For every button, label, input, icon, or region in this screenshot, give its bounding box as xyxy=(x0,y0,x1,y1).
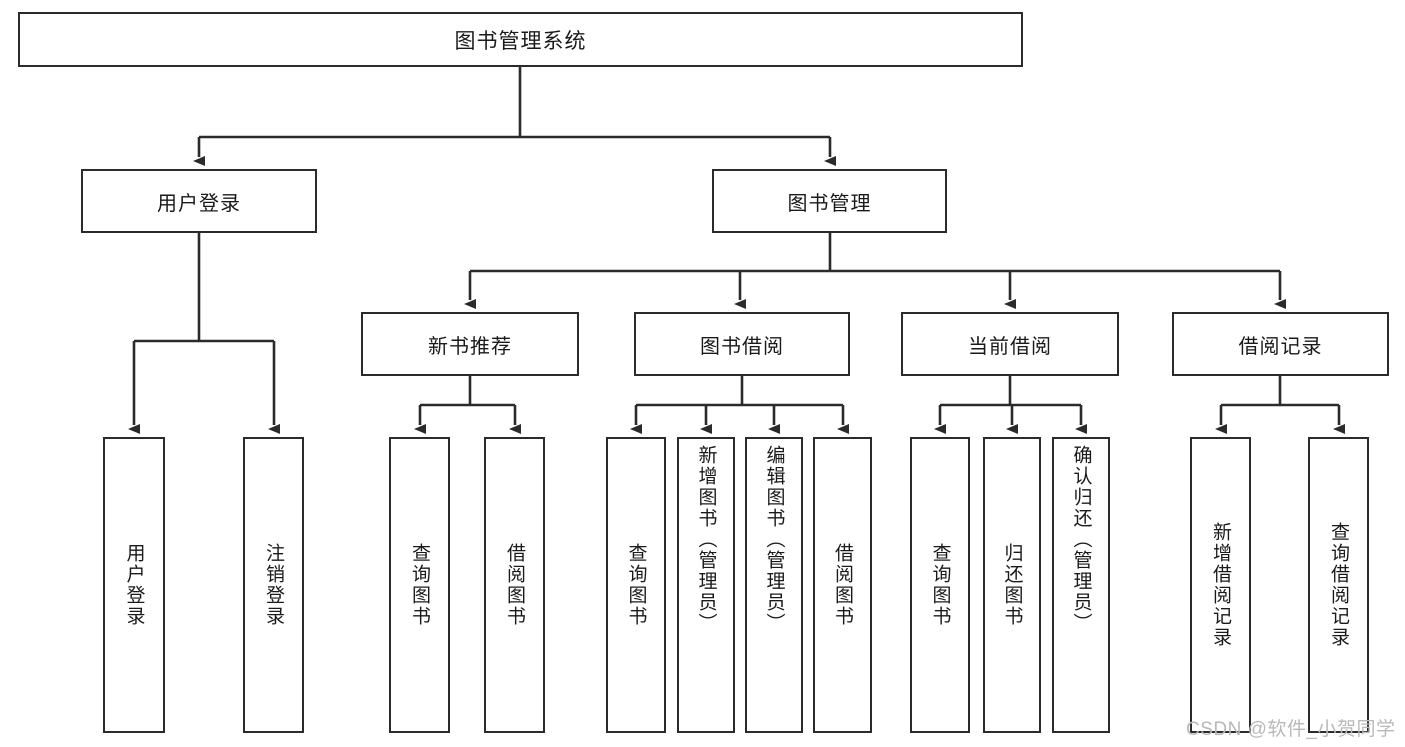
leaf-query-books-recommend[interactable]: 查询图书 xyxy=(389,437,450,733)
leaf-query-borrow-record-label: 查询借阅记录 xyxy=(1328,522,1349,648)
leaf-borrow-books-recommend-label: 借阅图书 xyxy=(504,543,525,627)
node-root-label: 图书管理系统 xyxy=(454,29,587,53)
leaf-add-book-admin[interactable]: 新增图书（管理员） xyxy=(677,437,735,733)
leaf-query-books-current-label: 查询图书 xyxy=(929,543,951,627)
node-user-login[interactable]: 用户登录 xyxy=(81,169,317,233)
node-book-management-label: 图书管理 xyxy=(787,192,872,215)
leaf-query-borrow-record[interactable]: 查询借阅记录 xyxy=(1308,437,1369,733)
leaf-confirm-return-admin[interactable]: 确认归还（管理员） xyxy=(1052,437,1110,733)
node-book-borrow-label: 图书借阅 xyxy=(700,335,784,358)
node-current-borrow-label: 当前借阅 xyxy=(968,335,1052,358)
leaf-return-books[interactable]: 归还图书 xyxy=(983,437,1041,733)
node-user-login-label: 用户登录 xyxy=(157,192,241,215)
node-borrow-record-label: 借阅记录 xyxy=(1238,335,1323,358)
leaf-return-books-label: 归还图书 xyxy=(1001,543,1023,627)
leaf-borrow-books[interactable]: 借阅图书 xyxy=(813,437,872,733)
leaf-query-books-recommend-label: 查询图书 xyxy=(409,543,430,627)
leaf-add-borrow-record[interactable]: 新增借阅记录 xyxy=(1190,437,1251,733)
leaf-confirm-return-admin-label: 确认归还（管理员） xyxy=(1070,445,1092,634)
node-borrow-record[interactable]: 借阅记录 xyxy=(1172,312,1389,376)
leaf-user-login-label: 用户登录 xyxy=(123,543,145,627)
node-new-book-recommendation[interactable]: 新书推荐 xyxy=(361,312,579,376)
node-book-management[interactable]: 图书管理 xyxy=(712,169,947,233)
leaf-add-borrow-record-label: 新增借阅记录 xyxy=(1210,522,1231,648)
leaf-query-books-current[interactable]: 查询图书 xyxy=(910,437,970,733)
leaf-add-book-admin-label: 新增图书（管理员） xyxy=(695,445,717,634)
node-current-borrow[interactable]: 当前借阅 xyxy=(901,312,1119,376)
leaf-logout-login[interactable]: 注销登录 xyxy=(243,437,304,733)
leaf-borrow-books-recommend[interactable]: 借阅图书 xyxy=(484,437,545,733)
leaf-user-login[interactable]: 用户登录 xyxy=(103,437,165,733)
leaf-query-books-borrow-label: 查询图书 xyxy=(625,543,647,627)
leaf-edit-book-admin-label: 编辑图书（管理员） xyxy=(763,445,785,634)
node-new-book-recommendation-label: 新书推荐 xyxy=(428,335,512,358)
csdn-watermark: CSDN @软件_小贺同学 xyxy=(1186,719,1396,740)
leaf-logout-login-label: 注销登录 xyxy=(263,543,284,627)
leaf-borrow-books-label: 借阅图书 xyxy=(832,543,853,627)
leaf-query-books-borrow[interactable]: 查询图书 xyxy=(606,437,666,733)
leaf-edit-book-admin[interactable]: 编辑图书（管理员） xyxy=(745,437,803,733)
node-root[interactable]: 图书管理系统 xyxy=(18,12,1023,67)
node-book-borrow[interactable]: 图书借阅 xyxy=(634,312,850,376)
